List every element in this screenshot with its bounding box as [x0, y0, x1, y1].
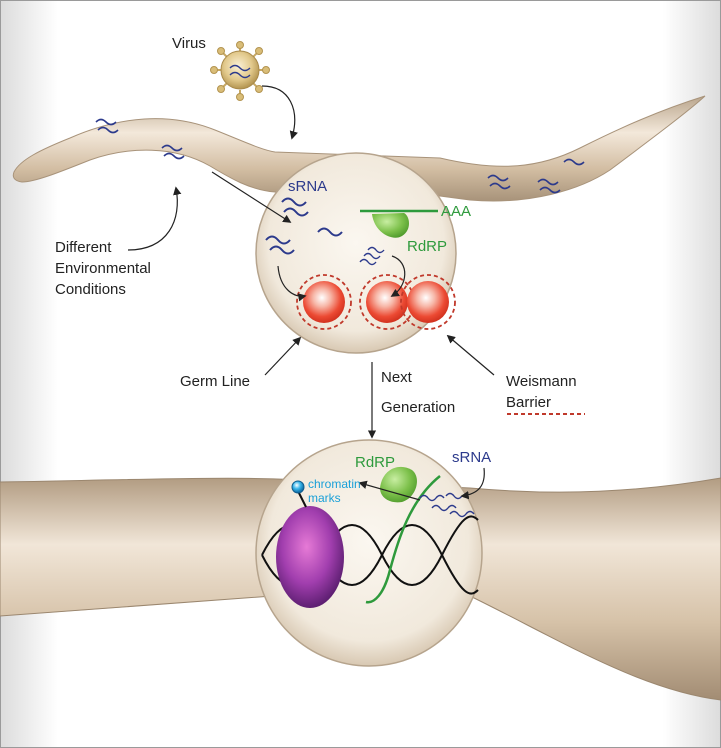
weismann-label-line1: Weismann [506, 373, 577, 390]
barrier-ring-1 [296, 274, 352, 330]
srna-bottom-label: sRNA [452, 449, 491, 466]
worm-to-germline-arrow [211, 171, 292, 223]
top-worm-body [12, 95, 706, 202]
chromatin-mark-stem [297, 490, 307, 508]
worm-srna-marks [95, 118, 585, 194]
bottom-srna-squiggles [419, 492, 475, 518]
virus-label: Virus [172, 35, 206, 52]
to-chromatin-arrow [358, 480, 421, 501]
rdrp-top-enzyme [372, 213, 409, 238]
germ-cells [296, 274, 456, 330]
environment-label-line2: Environmental [55, 260, 151, 277]
rdrp-top-label: RdRP [407, 238, 447, 255]
next-generation-line2: Generation [381, 399, 455, 416]
nucleosome [276, 506, 344, 608]
srna-top-label: sRNA [288, 178, 327, 195]
virus-entry-arrow [261, 85, 298, 140]
virus-particle [210, 41, 270, 101]
germ-line-label: Germ Line [180, 373, 250, 390]
srna-squiggles [265, 197, 343, 255]
chromatin-marks-line2: marks [308, 491, 341, 505]
secondary-srna [359, 246, 385, 266]
germ-line-arrow [264, 336, 302, 376]
rdrp-bottom-enzyme [380, 466, 417, 503]
rdrp-to-germ-arrow [390, 255, 406, 297]
weismann-arrow [446, 334, 495, 376]
environment-label-line1: Different [55, 239, 112, 256]
chromatin-mark-dot [291, 480, 305, 494]
environment-label-line3: Conditions [55, 281, 126, 298]
barrier-ring-3 [400, 274, 456, 330]
srna-bottom-arrow [460, 467, 485, 500]
srna-to-germ-arrow [277, 265, 307, 302]
environment-arrow [127, 186, 182, 251]
weismann-label-line2: Barrier [506, 394, 551, 411]
next-generation-line1: Next [381, 369, 413, 386]
germ-cell-1 [303, 281, 345, 323]
rdrp-bottom-label: RdRP [355, 454, 395, 471]
germ-cell-3 [407, 281, 449, 323]
chromatin-marks-line1: chromatin [308, 477, 361, 491]
aaa-label: AAA [441, 203, 471, 220]
